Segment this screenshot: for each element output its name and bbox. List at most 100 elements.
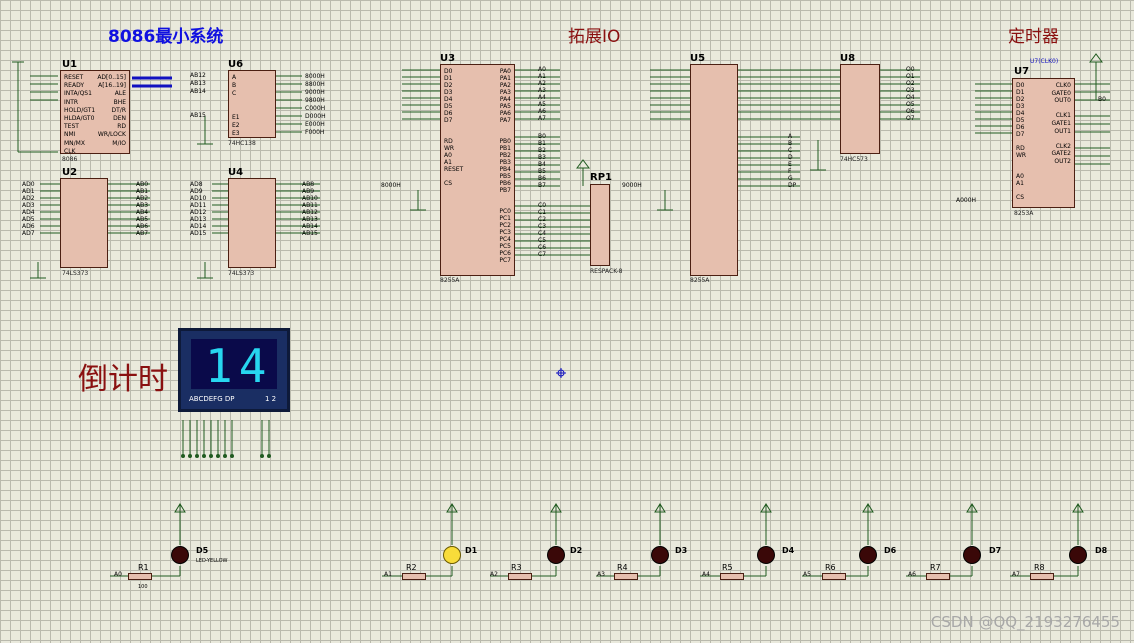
resistor-r2[interactable] — [402, 573, 426, 580]
led-d5-label: D5 — [196, 546, 209, 555]
led-d8[interactable] — [1069, 546, 1087, 564]
u6-name: U6 — [228, 59, 244, 70]
r7-label: R7 — [930, 563, 941, 572]
led-d3-label: D3 — [675, 546, 688, 555]
chip-u5-8255a[interactable] — [690, 64, 738, 276]
u2-name: U2 — [62, 167, 78, 178]
u7-cs-net: A000H — [956, 197, 977, 204]
u1-name: U1 — [62, 59, 78, 70]
r5-label: R5 — [722, 563, 733, 572]
a5-net: A5 — [803, 571, 811, 578]
a1-net: A1 — [384, 571, 392, 578]
resistor-r8[interactable] — [1030, 573, 1054, 580]
u8-name: U8 — [840, 53, 856, 64]
resistor-r3[interactable] — [508, 573, 532, 580]
watermark-text: CSDN @QQ_2193276455 — [930, 613, 1120, 631]
rp1-name: RP1 — [590, 172, 612, 183]
led-d5[interactable] — [171, 546, 189, 564]
led-d1[interactable] — [443, 546, 461, 564]
r8-label: R8 — [1034, 563, 1045, 572]
title-8086-min-system: 8086最小系统 — [108, 27, 224, 47]
u4-type: 74LS373 — [228, 270, 255, 277]
resistor-r6[interactable] — [822, 573, 846, 580]
res-value-text: 100 — [138, 584, 148, 590]
u4-name: U4 — [228, 167, 244, 178]
resistor-r1[interactable] — [128, 573, 152, 580]
led-d8-label: D8 — [1095, 546, 1108, 555]
led-d7[interactable] — [963, 546, 981, 564]
u7-name: U7 — [1014, 66, 1030, 77]
led-d6[interactable] — [859, 546, 877, 564]
chip-u2-74ls373[interactable] — [60, 178, 108, 268]
segment-pin-labels: ABCDEFG DP — [189, 395, 235, 403]
title-countdown: 倒计时 — [78, 362, 168, 397]
chip-rp1-respack[interactable] — [590, 184, 610, 266]
r1-label: R1 — [138, 563, 149, 572]
led-d4-label: D4 — [782, 546, 795, 555]
r4-label: R4 — [617, 563, 628, 572]
u6-type: 74HC138 — [228, 140, 256, 147]
seven-segment-display: 14 ABCDEFG DP 1 2 — [178, 328, 290, 412]
a2-net: A2 — [490, 571, 498, 578]
a7-net: A7 — [1012, 571, 1020, 578]
display-window: 14 — [191, 339, 277, 389]
chip-u8-74hc573[interactable] — [840, 64, 880, 154]
resistor-r7[interactable] — [926, 573, 950, 580]
a3-net: A3 — [597, 571, 605, 578]
led-d2-label: D2 — [570, 546, 583, 555]
resistor-r4[interactable] — [614, 573, 638, 580]
digit-pin-labels: 1 2 — [265, 395, 277, 403]
u2-type: 74LS373 — [62, 270, 89, 277]
u5-type: 8255A — [690, 277, 710, 284]
r6-label: R6 — [825, 563, 836, 572]
u1-type: 8086 — [62, 156, 78, 163]
title-expand-io: 拓展IO — [568, 27, 621, 47]
u3-cs-net: 8000H — [381, 182, 401, 189]
r2-label: R2 — [406, 563, 417, 572]
u7-clk-label: U7(CLK0) — [1030, 58, 1059, 65]
led-d7-label: D7 — [989, 546, 1002, 555]
resistor-r5[interactable] — [720, 573, 744, 580]
led-d3[interactable] — [651, 546, 669, 564]
title-timer: 定时器 — [1008, 27, 1059, 47]
chip-u4-74ls373[interactable] — [228, 178, 276, 268]
led-d4[interactable] — [757, 546, 775, 564]
a6-net: A6 — [908, 571, 916, 578]
u3-type: 8255A — [440, 277, 460, 284]
a4-net: A4 — [702, 571, 710, 578]
u8-type: 74HC573 — [840, 156, 868, 163]
u3-name: U3 — [440, 53, 456, 64]
rp1-type: RESPACK-8 — [590, 268, 623, 275]
led-d6-label: D6 — [884, 546, 897, 555]
u7-out-net: B0 — [1098, 96, 1106, 103]
u5-cs-net: 9000H — [622, 182, 642, 189]
a0-net: A0 — [114, 571, 122, 578]
r3-label: R3 — [511, 563, 522, 572]
countdown-digits: 14 — [205, 339, 273, 393]
u7-type: 8253A — [1014, 210, 1034, 217]
u5-name: U5 — [690, 53, 706, 64]
led-d2[interactable] — [547, 546, 565, 564]
